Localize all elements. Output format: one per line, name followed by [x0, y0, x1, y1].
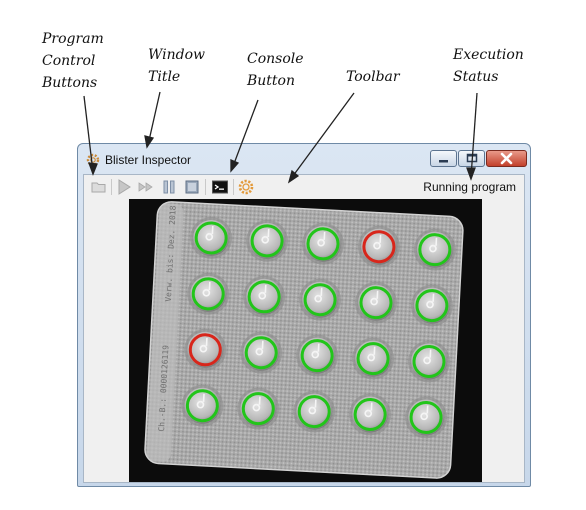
inspection-ring-fail — [188, 333, 222, 367]
minimize-icon — [431, 151, 456, 166]
inspection-ring-ok — [409, 400, 443, 434]
annotation-toolbar: Toolbar — [346, 66, 400, 88]
blister-pocket — [413, 228, 456, 271]
fast-forward-icon[interactable] — [137, 178, 155, 196]
minimize-button[interactable] — [430, 150, 457, 167]
annotation-program-control-buttons: Program Control Buttons — [42, 28, 104, 94]
toolbar: Running program — [84, 175, 524, 199]
app-window: Blister Inspector — [77, 143, 531, 487]
annotation-line: Console — [247, 51, 304, 67]
execution-status: Running program — [423, 180, 516, 194]
blister-pocket — [184, 328, 227, 371]
inspection-ring-ok — [412, 345, 446, 379]
annotation-line: Title — [148, 69, 181, 85]
blister-side-strip — [146, 203, 184, 462]
inspection-ring-ok — [241, 392, 275, 426]
inspection-ring-ok — [415, 289, 449, 323]
inspection-ring-ok — [353, 398, 387, 432]
blister-pocket — [187, 272, 230, 315]
blister-pocket — [243, 275, 286, 318]
client-area: Running program — [83, 174, 525, 483]
arrow-window-title — [147, 91, 161, 146]
annotation-line: Button — [247, 73, 296, 89]
inspection-ring-ok — [300, 339, 334, 373]
inspection-ring-ok — [247, 280, 281, 314]
annotation-line: Program — [42, 31, 104, 47]
blister-pocket — [181, 384, 224, 427]
blister-pack-image: Verw. bis: Dez. 2018 Ch.-B.: 0000126119 — [144, 201, 464, 479]
annotation-console-button: Console Button — [247, 48, 304, 92]
blister-pocket — [357, 225, 400, 268]
toolbar-separator — [233, 179, 234, 195]
gear-icon — [86, 153, 100, 167]
inspection-ring-ok — [250, 224, 284, 258]
blister-pocket — [354, 281, 397, 324]
blister-pocket — [405, 396, 448, 439]
play-icon[interactable] — [115, 178, 133, 196]
inspection-ring-ok — [185, 389, 219, 423]
blister-pocket — [293, 390, 336, 433]
inspection-ring-ok — [191, 277, 225, 311]
close-icon — [487, 151, 526, 166]
pause-icon[interactable] — [160, 178, 178, 196]
blister-pocket — [237, 387, 280, 430]
inspection-ring-ok — [194, 221, 228, 255]
blister-pocket — [246, 219, 289, 262]
console-icon[interactable] — [211, 178, 229, 196]
folder-icon[interactable] — [90, 178, 108, 196]
blister-pocket — [352, 337, 395, 380]
inspection-ring-ok — [418, 233, 452, 267]
blister-pocket — [407, 340, 450, 383]
inspection-ring-ok — [297, 395, 331, 429]
blister-pocket — [296, 334, 339, 377]
annotation-line: Toolbar — [346, 69, 400, 85]
inspection-ring-ok — [303, 283, 337, 317]
blister-pockets — [181, 216, 456, 439]
inspection-ring-ok — [244, 336, 278, 370]
annotation-line: Window — [148, 47, 206, 63]
annotation-execution-status: Execution Status — [453, 44, 524, 88]
maximize-button[interactable] — [458, 150, 485, 167]
toolbar-separator — [205, 179, 206, 195]
blister-pocket — [299, 278, 342, 321]
inspection-ring-ok — [356, 342, 390, 376]
stop-icon[interactable] — [183, 178, 201, 196]
blister-pocket — [240, 331, 283, 374]
annotation-line: Control — [42, 53, 96, 69]
window-title: Blister Inspector — [105, 153, 192, 167]
inspection-ring-ok — [306, 227, 340, 261]
inspection-ring-fail — [362, 230, 396, 264]
annotation-line: Buttons — [42, 75, 98, 91]
toolbar-separator — [111, 179, 112, 195]
annotation-window-title: Window Title — [148, 44, 205, 88]
inspection-ring-ok — [359, 286, 393, 320]
blister-pocket — [302, 222, 345, 265]
restore-icon — [459, 151, 484, 166]
blister-pocket — [190, 216, 233, 259]
annotation-line: Execution — [453, 47, 524, 63]
blister-pocket — [349, 393, 392, 436]
title-bar[interactable]: Blister Inspector — [78, 144, 530, 174]
blister-pocket — [410, 284, 453, 327]
inspection-image: Verw. bis: Dez. 2018 Ch.-B.: 0000126119 — [129, 199, 482, 482]
gear-icon[interactable] — [237, 178, 255, 196]
annotation-line: Status — [453, 69, 499, 85]
close-button[interactable] — [486, 150, 527, 167]
